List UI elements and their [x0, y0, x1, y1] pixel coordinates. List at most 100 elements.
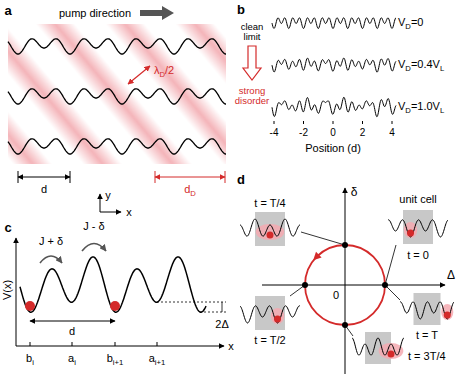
dimension-tick — [70, 171, 71, 183]
atom-dot — [388, 351, 395, 358]
subscript: D — [160, 69, 166, 78]
label-text: 0 — [333, 289, 339, 301]
label-text: t = T — [416, 329, 438, 341]
label-text: 4 — [389, 127, 395, 138]
panel-letter: b — [237, 3, 245, 17]
axis-arrow — [345, 188, 346, 374]
text-label: x — [228, 340, 234, 352]
optical-lattice-stripes — [8, 24, 226, 164]
tick-marks — [274, 121, 392, 124]
text-label: d — [69, 325, 75, 337]
label-text: d — [184, 183, 190, 195]
text-label: V(x) — [1, 280, 13, 300]
text-label: VD=0.4VL — [398, 58, 444, 70]
text-label: VD=0 — [398, 16, 423, 28]
text-label: -4 — [270, 127, 279, 138]
inset-potential — [352, 338, 404, 355]
label-text: δ — [351, 185, 358, 199]
text-label: 4 — [389, 127, 395, 138]
label-text: =1.0V — [411, 100, 440, 112]
label-text: d — [69, 325, 75, 337]
label-text: /2 — [165, 64, 174, 76]
inset-potential — [388, 220, 448, 237]
text-label: 0 — [330, 127, 336, 138]
atom-dot — [444, 312, 451, 319]
label-text: y — [105, 189, 111, 201]
tick — [333, 121, 334, 124]
cycle-point — [342, 322, 348, 328]
label-text: V — [398, 100, 405, 112]
text-label: t = 3T/4 — [408, 350, 446, 362]
panel-letter: d — [237, 173, 245, 187]
label-text: d — [237, 172, 245, 187]
lattice-curve — [8, 89, 226, 104]
lattice-curve — [8, 139, 226, 154]
cycle-point — [302, 282, 308, 288]
label-text: -4 — [270, 127, 279, 138]
hopping-arrow — [82, 244, 106, 252]
tick — [115, 342, 116, 346]
subscript: L — [440, 105, 444, 114]
atom-dot — [110, 301, 120, 311]
label-text: =0 — [411, 16, 424, 28]
atom-dot — [274, 316, 281, 323]
tick — [274, 121, 275, 124]
text-label: pump direction — [59, 7, 131, 19]
label-text: V — [398, 16, 405, 28]
text-label: strong disorder — [233, 86, 271, 107]
label-text: J + δ — [39, 235, 63, 247]
text-label: Δ — [447, 269, 455, 282]
text-label: dD — [184, 183, 196, 195]
leader-line — [385, 245, 396, 285]
label-text: =0.4V — [411, 58, 440, 70]
panel-letter: a — [4, 4, 11, 18]
lattice-curve — [8, 39, 226, 54]
text-label: clean limit — [233, 22, 271, 43]
label-text: t = 0 — [407, 249, 429, 261]
leader-line — [385, 285, 400, 300]
label-text: a — [4, 3, 11, 18]
label-text: 2Δ — [215, 318, 228, 330]
text-label: J + δ — [39, 235, 63, 247]
label-text: t = T/2 — [254, 334, 285, 346]
label-text: t = 3T/4 — [408, 350, 446, 362]
label-text: c — [4, 220, 11, 235]
text-label: t = T — [416, 329, 438, 341]
subscript: L — [440, 63, 444, 72]
subscript: i+1 — [155, 357, 165, 366]
tick — [157, 342, 158, 346]
pump-cycle — [305, 245, 385, 325]
subscript: i+1 — [113, 357, 123, 366]
label-text: λ — [154, 64, 160, 76]
label-text: V — [398, 58, 405, 70]
text-label: VD=1.0VL — [398, 100, 444, 112]
subscript: D — [405, 63, 411, 72]
axis-arrow — [16, 238, 17, 346]
label-text: x — [228, 340, 234, 352]
dimension-arrow — [155, 177, 225, 178]
text-label: 2Δ — [215, 318, 228, 330]
text-label: 0 — [333, 289, 339, 301]
label-text: a — [149, 352, 155, 364]
dimension-arrow — [30, 321, 115, 322]
lattice-curve — [272, 18, 396, 29]
disorder-arrow — [243, 46, 261, 80]
unit-cell-insets — [240, 210, 454, 364]
panel-letter: c — [4, 221, 11, 235]
text-label: t = 0 — [407, 249, 429, 261]
label-text: t = T/4 — [254, 197, 285, 209]
inset-potential — [400, 302, 454, 319]
text-label: Position (d) — [305, 142, 361, 154]
label-text: b — [237, 2, 245, 17]
text-label: x — [126, 206, 132, 218]
label-text: x — [126, 206, 132, 218]
subscript: D — [405, 105, 411, 114]
axis-arrow — [100, 194, 101, 212]
text-label: bi+1 — [107, 352, 124, 364]
text-label: bi — [26, 352, 34, 364]
subscript: i — [74, 357, 76, 366]
leader-line — [301, 232, 345, 245]
text-label: t = T/2 — [254, 334, 285, 346]
label-text: a — [68, 352, 74, 364]
